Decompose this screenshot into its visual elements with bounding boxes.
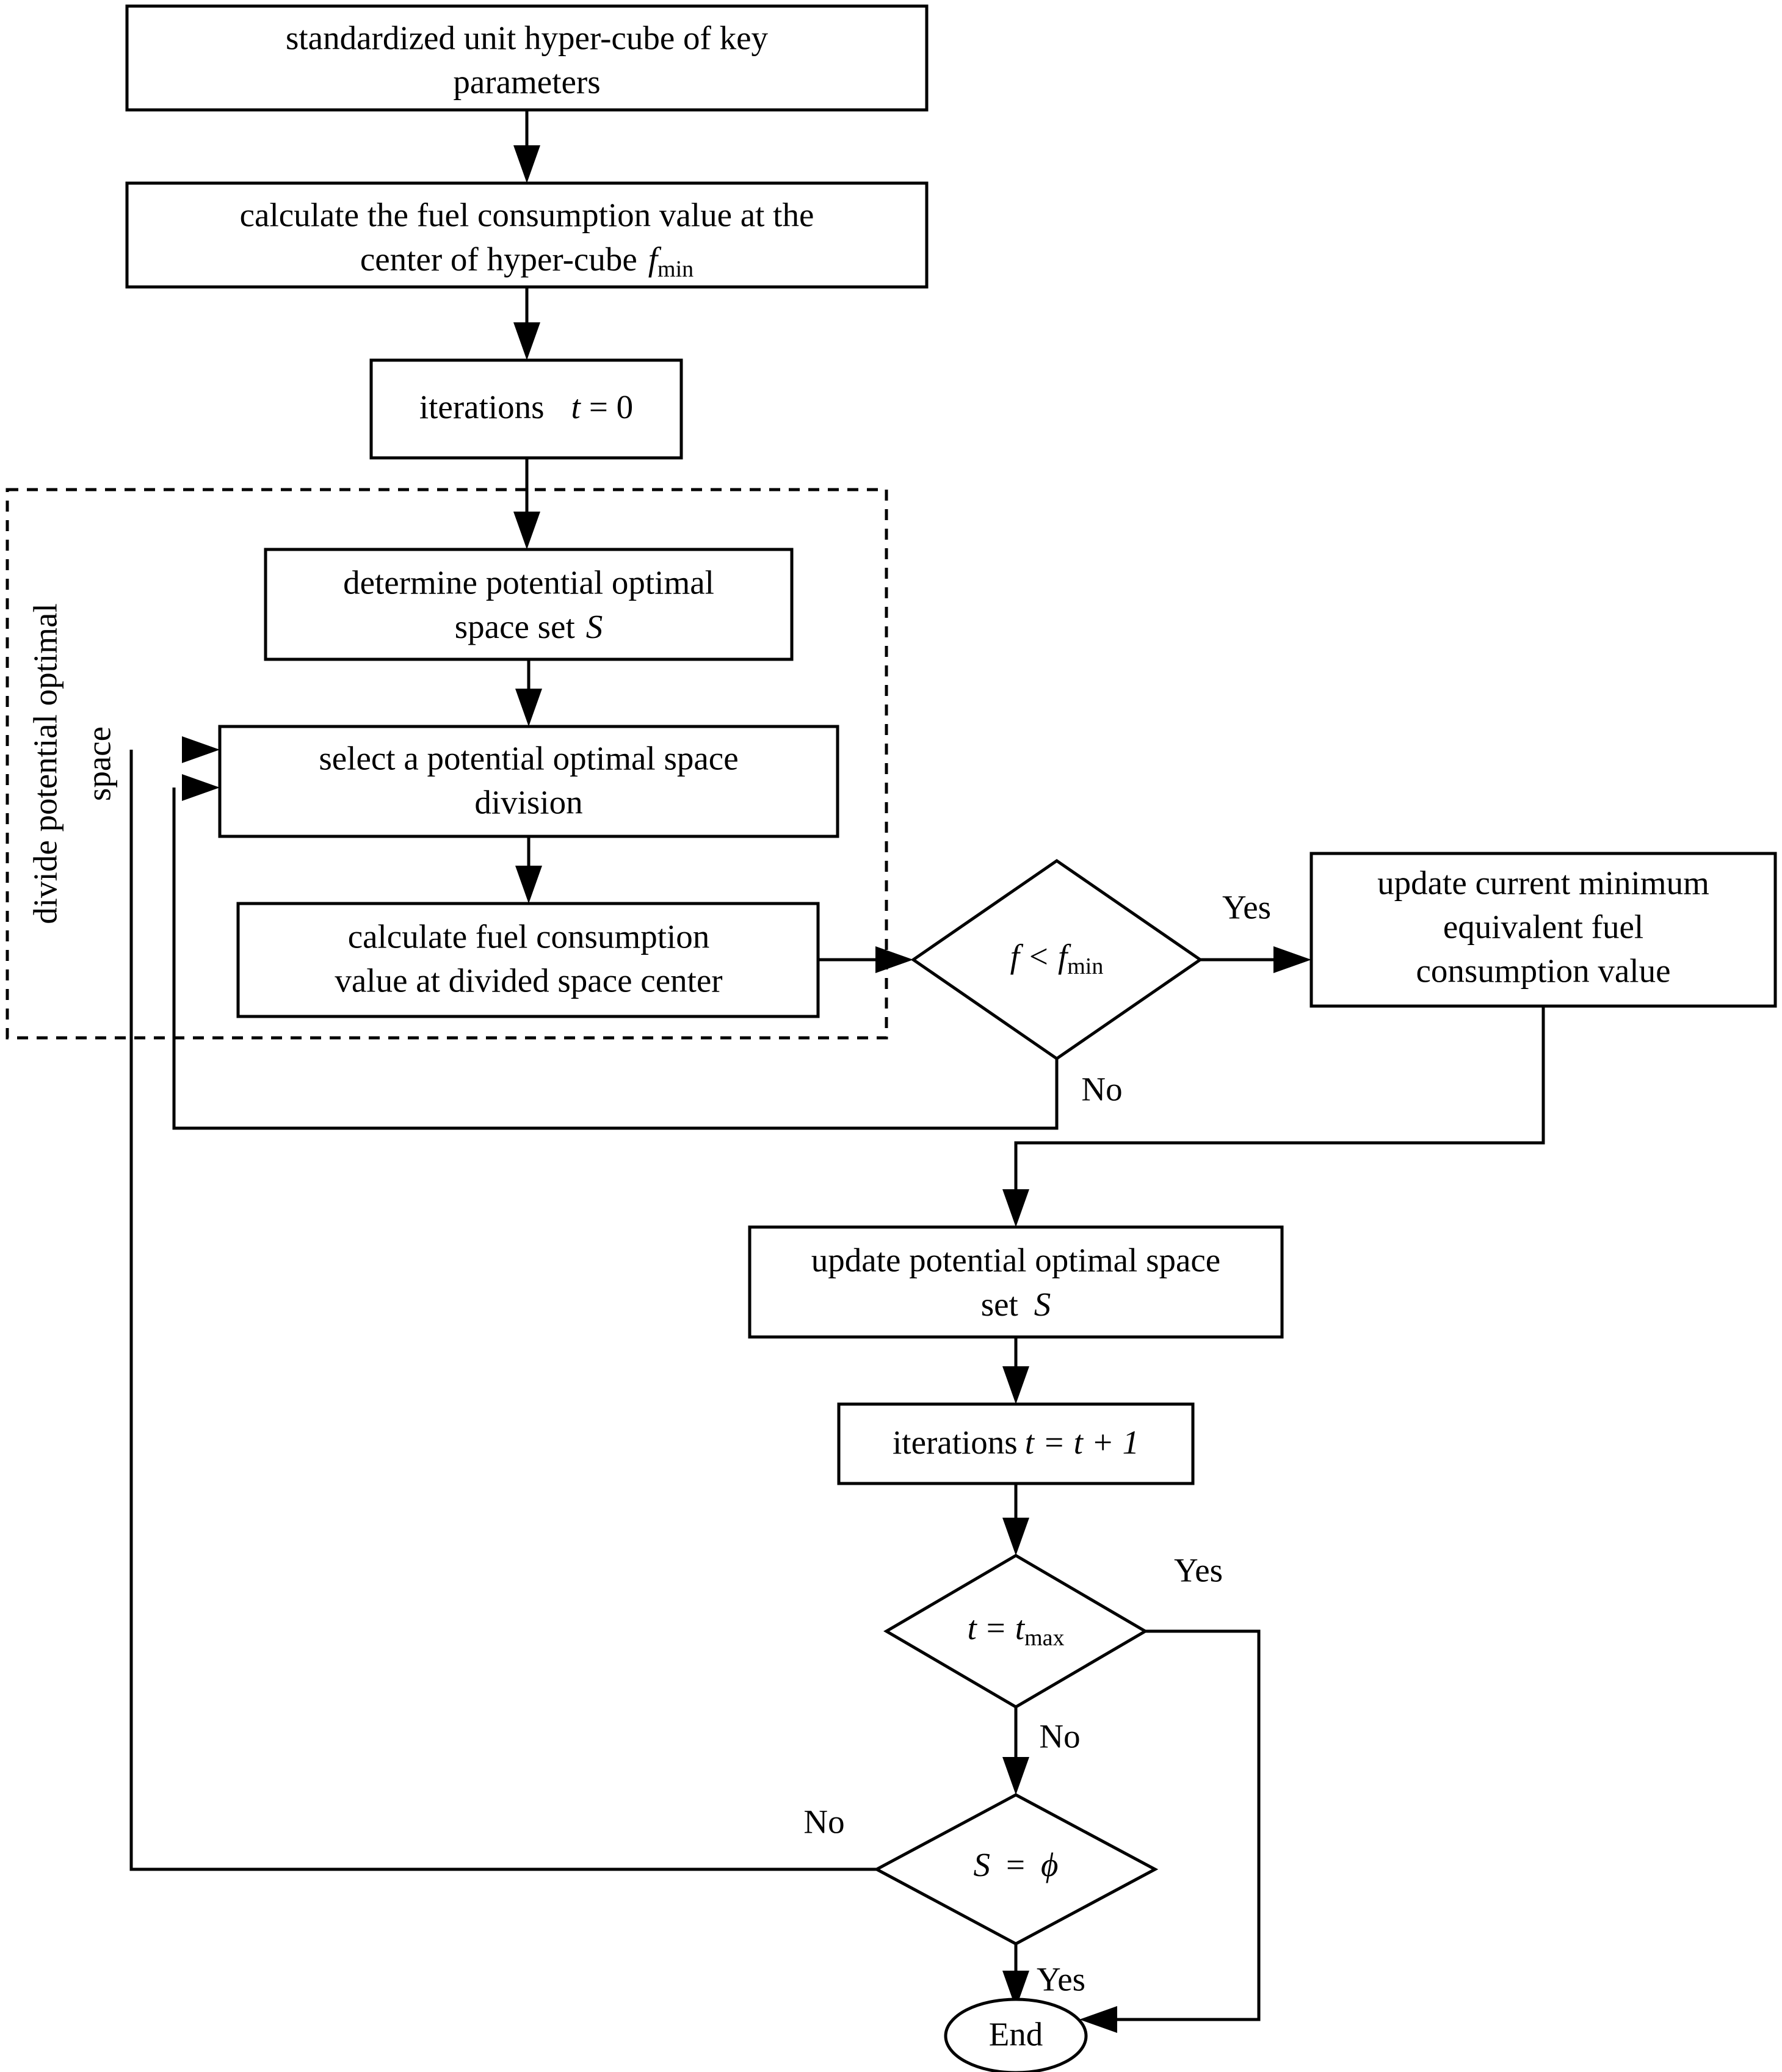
arrowhead-cmp-t-yes-to-end	[1079, 2006, 1117, 2033]
arrowhead-update-min-to-update-s	[1002, 1189, 1029, 1227]
node-iterations-t-zero[interactable]	[369, 358, 683, 460]
dashed-group-divide-potential-optimal-space	[5, 488, 888, 1040]
node-start-line2: parameters	[453, 63, 600, 101]
edge-label-cmp-f-no: No	[1081, 1071, 1122, 1108]
node-update-min-line1: update current minimum	[1377, 864, 1709, 902]
decision-f-less-than-fmin[interactable]	[910, 858, 1203, 1061]
arrowhead-iter0-to-determine-s	[513, 512, 540, 549]
node-calc-fmin-line1: calculate the fuel consumption value at …	[240, 197, 814, 234]
edge-cmp-f-no-to-select-div	[172, 788, 1059, 1130]
arrowhead-cmp-t-no-to-cmp-s	[1002, 1757, 1029, 1795]
decision-t-equals-tmax-label: t=tmax	[967, 1609, 1064, 1651]
node-iterations-increment[interactable]	[837, 1402, 1195, 1485]
node-select-div-line2: division	[474, 784, 582, 821]
arrowhead-cmp-s-no-to-select-div	[182, 736, 220, 763]
arrowhead-cmp-f-yes-to-update-min	[1273, 946, 1311, 973]
arrowhead-cmp-s-yes-to-end	[1002, 1971, 1029, 2009]
group-label-space-second-line: space	[81, 726, 118, 801]
node-determine-potential-optimal-space-set[interactable]	[264, 548, 794, 661]
node-calc-div-line1: calculate fuel consumption	[348, 918, 710, 955]
node-update-min-line2: equivalent fuel	[1443, 908, 1643, 946]
node-update-min-line3: consumption value	[1416, 952, 1670, 990]
node-select-div-line1: select a potential optimal space	[319, 740, 738, 777]
decision-s-equals-phi-label: S=ϕ	[974, 1846, 1059, 1883]
edge-label-cmp-t-no: No	[1039, 1718, 1080, 1755]
arrowhead-select-div-to-calc-div	[515, 866, 542, 904]
node-update-current-minimum-equivalent-fuel[interactable]	[1309, 852, 1777, 1008]
node-end-terminator[interactable]	[944, 1998, 1088, 2072]
node-determine-s-line1: determine potential optimal	[343, 564, 714, 601]
edge-label-cmp-f-yes: Yes	[1222, 889, 1271, 926]
node-calculate-fuel-consumption-at-center[interactable]	[125, 181, 929, 289]
node-end-label: End	[989, 2016, 1043, 2053]
node-calculate-fuel-consumption-divided-center[interactable]	[236, 902, 820, 1018]
edge-cmp-s-no-to-select-div	[129, 750, 877, 1871]
arrowhead-calc-fmin-to-iter0	[513, 322, 540, 360]
arrowhead-cmp-f-no-to-select-div	[182, 774, 220, 801]
arrowhead-start-to-calc-fmin	[513, 145, 540, 183]
arrowhead-calc-div-to-cmp-f	[875, 946, 913, 973]
edge-label-cmp-t-yes: Yes	[1174, 1552, 1223, 1589]
edge-label-cmp-s-no: No	[803, 1803, 844, 1841]
edge-label-cmp-s-yes: Yes	[1037, 1961, 1085, 1998]
group-label-divide-potential-optimal-space: divide potential optimal	[27, 603, 64, 924]
arrowhead-update-s-to-iter-inc	[1002, 1366, 1029, 1404]
arrowhead-determine-s-to-select-div	[515, 689, 542, 726]
node-select-potential-optimal-space-division[interactable]	[218, 725, 839, 838]
node-calc-div-line2: value at divided space center	[335, 962, 722, 999]
edge-update-min-to-update-s	[1014, 1006, 1545, 1204]
edge-cmp-t-yes-to-end	[1103, 1629, 1261, 2021]
node-update-s-line1: update potential optimal space	[811, 1242, 1220, 1279]
node-update-potential-optimal-space-set[interactable]	[748, 1225, 1284, 1339]
arrowhead-iter-inc-to-cmp-t	[1002, 1518, 1029, 1556]
node-start-line1: standardized unit hyper-cube of key	[286, 20, 768, 57]
